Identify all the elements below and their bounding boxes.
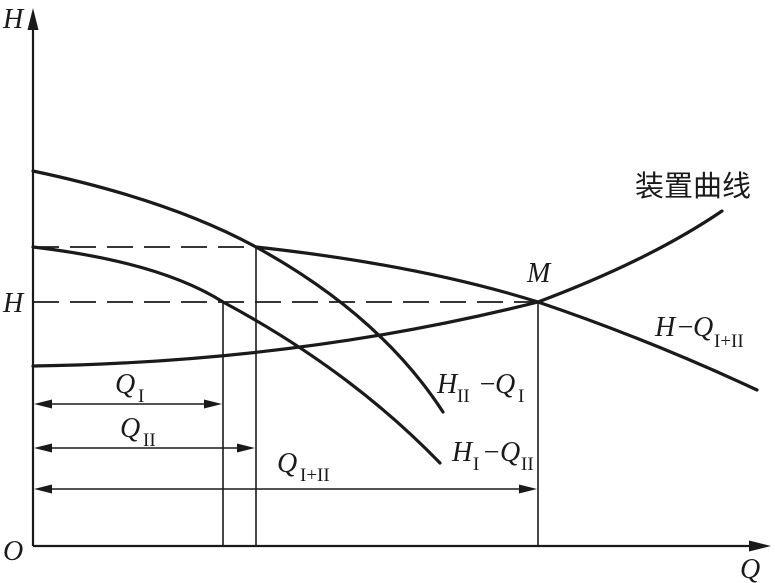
point-m-label: M: [526, 258, 552, 289]
svg-text:Q: Q: [120, 413, 140, 444]
curve-hi-qii-label: H I − Q II: [451, 437, 534, 475]
curve-hii-qi: [31, 169, 445, 414]
svg-text:H: H: [451, 437, 474, 468]
flow-label-q12: Q I+II: [277, 448, 330, 486]
svg-text:−: −: [482, 437, 501, 468]
svg-text:II: II: [521, 454, 534, 475]
curve-hii-qi-label: H II − Q I: [436, 369, 524, 407]
svg-text:II: II: [457, 386, 470, 407]
curve-hi-qii: [31, 245, 442, 465]
origin-label: O: [3, 536, 23, 567]
dimension-arrow-q2: [34, 443, 255, 453]
dimension-arrow-q12: [34, 484, 537, 494]
x-axis-label: Q: [740, 554, 760, 583]
system-curve: [31, 209, 724, 368]
svg-text:II: II: [143, 430, 156, 451]
svg-text:−: −: [478, 369, 497, 400]
svg-text:I+II: I+II: [714, 331, 744, 352]
svg-text:I+II: I+II: [300, 465, 330, 486]
y-axis-arrowhead: [27, 8, 39, 30]
x-axis-arrowhead: [749, 540, 771, 552]
svg-text:Q: Q: [693, 312, 713, 343]
flow-label-q1: Q I: [115, 369, 144, 407]
h-tick-label: H: [2, 288, 25, 319]
svg-text:I: I: [518, 386, 524, 407]
svg-text:Q: Q: [495, 369, 515, 400]
svg-text:I: I: [473, 454, 479, 475]
dimension-arrow-q1: [34, 399, 222, 409]
combined-curve-label: H − Q I+II: [654, 312, 744, 352]
system-curve-label: 装置曲线: [635, 169, 751, 203]
svg-text:Q: Q: [500, 437, 520, 468]
flow-label-q2: Q II: [120, 413, 156, 451]
y-axis-label: H: [2, 4, 25, 35]
svg-text:Q: Q: [115, 369, 135, 400]
svg-text:−: −: [676, 312, 695, 343]
svg-text:H: H: [654, 312, 677, 343]
svg-text:I: I: [138, 386, 144, 407]
svg-text:H: H: [436, 369, 459, 400]
svg-text:Q: Q: [277, 448, 297, 479]
